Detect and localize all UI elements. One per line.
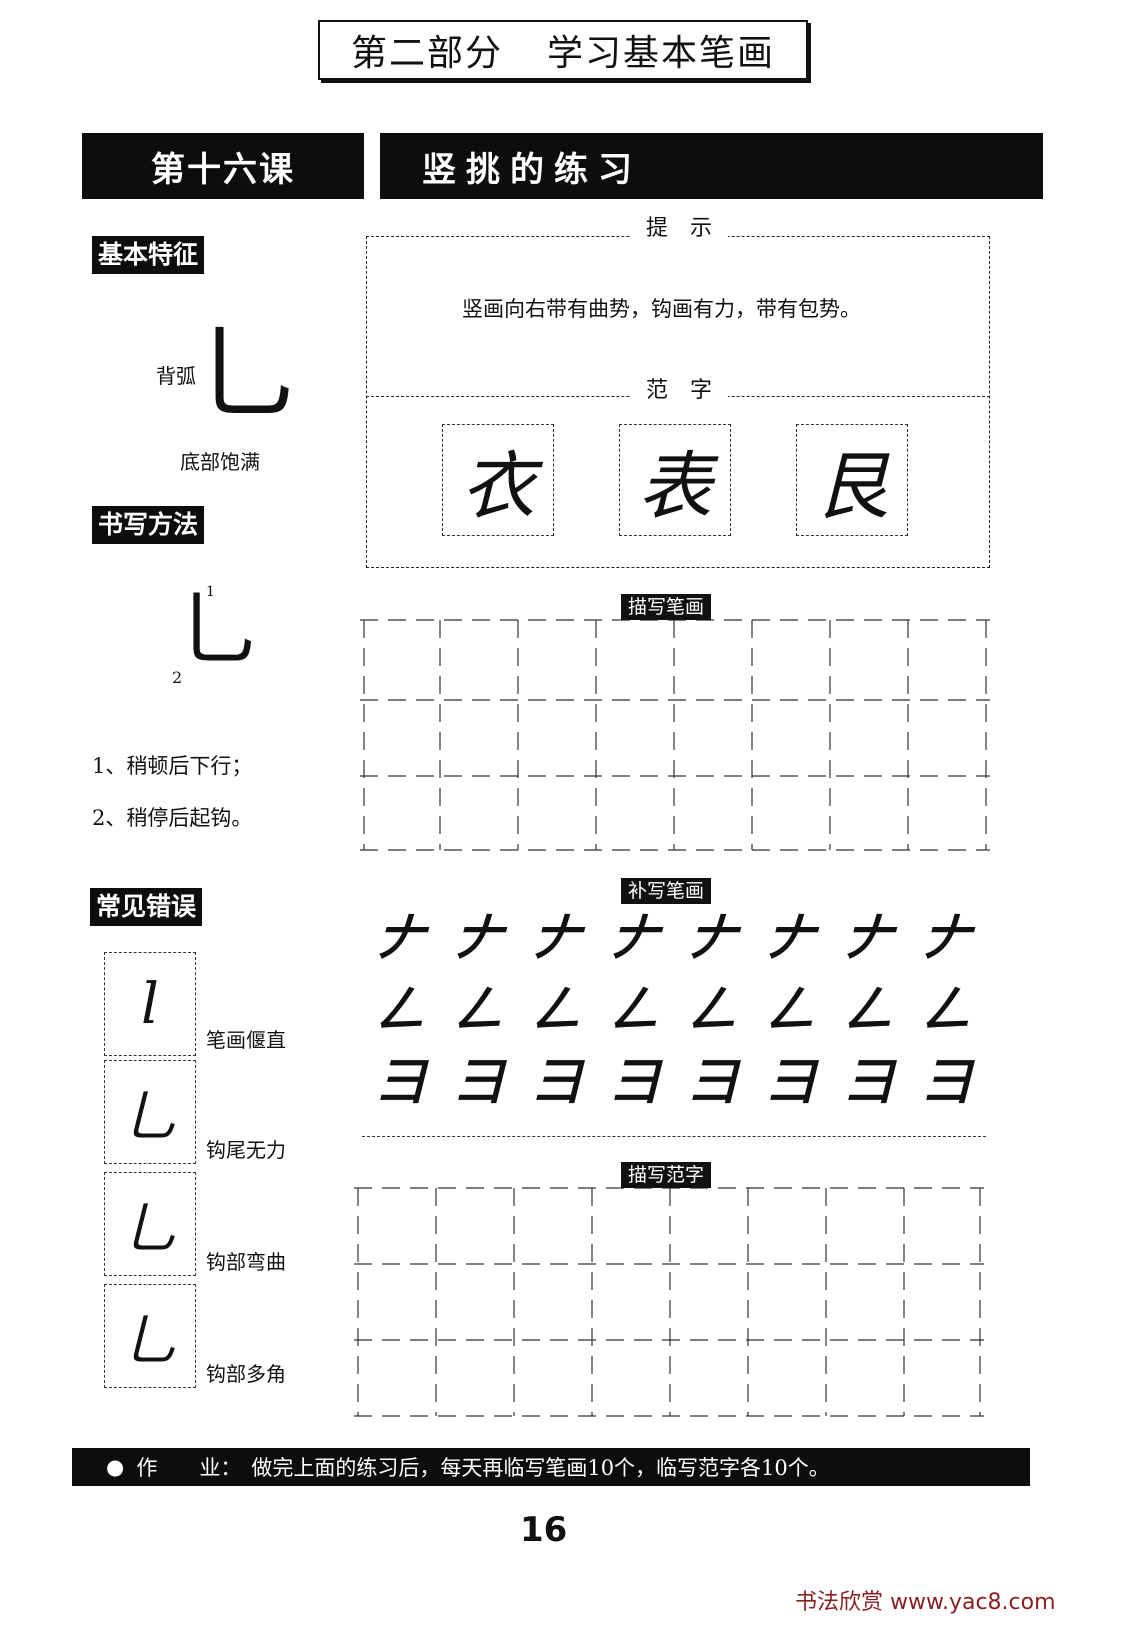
lesson-topic-bar: 竖挑的练习 bbox=[380, 133, 1043, 199]
stroke-example-glyph: 乚 bbox=[196, 313, 301, 435]
fill-strokes-row: 𠂇 𠂇 𠂇 𠂇 𠂇 𠂇 𠂇 𠂇 bbox=[362, 898, 986, 970]
example-char-box: 艮 bbox=[796, 424, 908, 536]
mistake-glyph: 乚 bbox=[104, 1172, 196, 1276]
trace-strokes-grid[interactable] bbox=[360, 606, 990, 856]
fill-stroke-char: 𠃋 bbox=[922, 980, 972, 1039]
example-char-box: 表 bbox=[619, 424, 731, 536]
part-title: 学习基本笔画 bbox=[547, 33, 776, 74]
label-back-arc: 背弧 bbox=[156, 364, 196, 388]
fill-strokes-row: ⺕ ⺕ ⺕ ⺕ ⺕ ⺕ ⺕ ⺕ bbox=[362, 1042, 986, 1114]
fill-stroke-char: 𠂇 bbox=[844, 908, 894, 967]
mistake-glyph: 乚 bbox=[104, 1284, 196, 1388]
fill-stroke-char: 𠂇 bbox=[376, 908, 426, 967]
fill-stroke-char: 𠃋 bbox=[454, 980, 504, 1039]
mistake-list: l 笔画偃直 乚 钩尾无力 乚 钩部弯曲 乚 钩部多角 bbox=[104, 952, 286, 1396]
trace-strokes-label: 描写笔画 bbox=[621, 594, 712, 620]
mistake-label: 钩部弯曲 bbox=[206, 1250, 286, 1274]
fill-stroke-char: 𠃋 bbox=[844, 980, 894, 1039]
mistake-item: 乚 钩尾无力 bbox=[104, 1060, 286, 1172]
trace-chars-grid[interactable] bbox=[354, 1184, 984, 1420]
page-number: 16 bbox=[520, 1510, 568, 1550]
mistake-glyph: l bbox=[104, 952, 196, 1056]
fill-stroke-char: ⺕ bbox=[766, 1052, 816, 1111]
mistake-label: 钩部多角 bbox=[206, 1362, 286, 1386]
fill-stroke-char: ⺕ bbox=[844, 1052, 894, 1111]
fill-stroke-char: ⺕ bbox=[532, 1052, 582, 1111]
part-header: 第二部分 学习基本笔画 bbox=[318, 20, 808, 80]
mistake-label: 钩尾无力 bbox=[206, 1138, 286, 1162]
writing-method-tag: 书写方法 bbox=[92, 506, 205, 544]
fill-stroke-char: 𠂇 bbox=[688, 908, 738, 967]
fill-stroke-char: ⺕ bbox=[922, 1052, 972, 1111]
fill-stroke-char: 𠂇 bbox=[532, 908, 582, 967]
fill-stroke-char: 𠂇 bbox=[610, 908, 660, 967]
homework-text: 做完上面的练习后，每天再临写笔画10个，临写范字各10个。 bbox=[251, 1456, 830, 1480]
fill-stroke-char: 𠃋 bbox=[766, 980, 816, 1039]
bullet-icon: ● bbox=[106, 1455, 125, 1479]
mistake-item: 乚 钩部弯曲 bbox=[104, 1172, 286, 1284]
label-bottom-full: 底部饱满 bbox=[180, 450, 260, 474]
fill-stroke-char: 𠂇 bbox=[454, 908, 504, 967]
common-mistakes-tag: 常见错误 bbox=[90, 888, 203, 926]
homework-bar: ● 作 业： 做完上面的练习后，每天再临写笔画10个，临写范字各10个。 bbox=[72, 1448, 1030, 1486]
method-step-1: 1、稍顿后下行； bbox=[92, 754, 253, 778]
method-stroke-glyph: 乚 bbox=[178, 583, 261, 678]
fill-strokes-label: 补写笔画 bbox=[621, 878, 712, 904]
mistake-item: l 笔画偃直 bbox=[104, 952, 286, 1060]
lesson-number-bar: 第十六课 bbox=[82, 133, 364, 199]
basic-features-tag: 基本特征 bbox=[92, 236, 205, 274]
fill-stroke-char: 𠂇 bbox=[766, 908, 816, 967]
mistake-glyph: 乚 bbox=[104, 1060, 196, 1164]
fill-stroke-char: 𠃋 bbox=[376, 980, 426, 1039]
trace-chars-label: 描写范字 bbox=[621, 1162, 712, 1188]
fill-strokes-row: 𠃋 𠃋 𠃋 𠃋 𠃋 𠃋 𠃋 𠃋 bbox=[362, 970, 986, 1042]
tips-heading: 提 示 bbox=[630, 210, 729, 242]
method-step-2: 2、稍停后起钩。 bbox=[92, 806, 253, 830]
mistake-label: 笔画偃直 bbox=[206, 1028, 286, 1052]
homework-label: 作 业： bbox=[136, 1456, 242, 1480]
part-number: 第二部分 bbox=[350, 33, 503, 74]
example-char-box: 衣 bbox=[442, 424, 554, 536]
fill-stroke-char: ⺕ bbox=[688, 1052, 738, 1111]
tips-text: 竖画向右带有曲势，钩画有力，带有包势。 bbox=[462, 297, 861, 321]
fill-stroke-char: ⺕ bbox=[454, 1052, 504, 1111]
fill-stroke-char: ⺕ bbox=[610, 1052, 660, 1111]
site-watermark: 书法欣赏 www.yac8.com bbox=[795, 1590, 1056, 1615]
fill-stroke-char: 𠃋 bbox=[688, 980, 738, 1039]
fill-stroke-char: 𠃋 bbox=[532, 980, 582, 1039]
fill-stroke-char: ⺕ bbox=[376, 1052, 426, 1111]
fill-stroke-char: 𠃋 bbox=[610, 980, 660, 1039]
step-number-1: 1 bbox=[206, 584, 215, 600]
fill-strokes-grid[interactable]: 𠂇 𠂇 𠂇 𠂇 𠂇 𠂇 𠂇 𠂇 𠃋 𠃋 𠃋 𠃋 𠃋 𠃋 𠃋 𠃋 ⺕ ⺕ ⺕ ⺕ … bbox=[362, 898, 986, 1137]
fill-stroke-char: 𠂇 bbox=[922, 908, 972, 967]
examples-heading: 范 字 bbox=[630, 372, 729, 404]
step-number-2: 2 bbox=[172, 668, 183, 687]
mistake-item: 乚 钩部多角 bbox=[104, 1284, 286, 1396]
